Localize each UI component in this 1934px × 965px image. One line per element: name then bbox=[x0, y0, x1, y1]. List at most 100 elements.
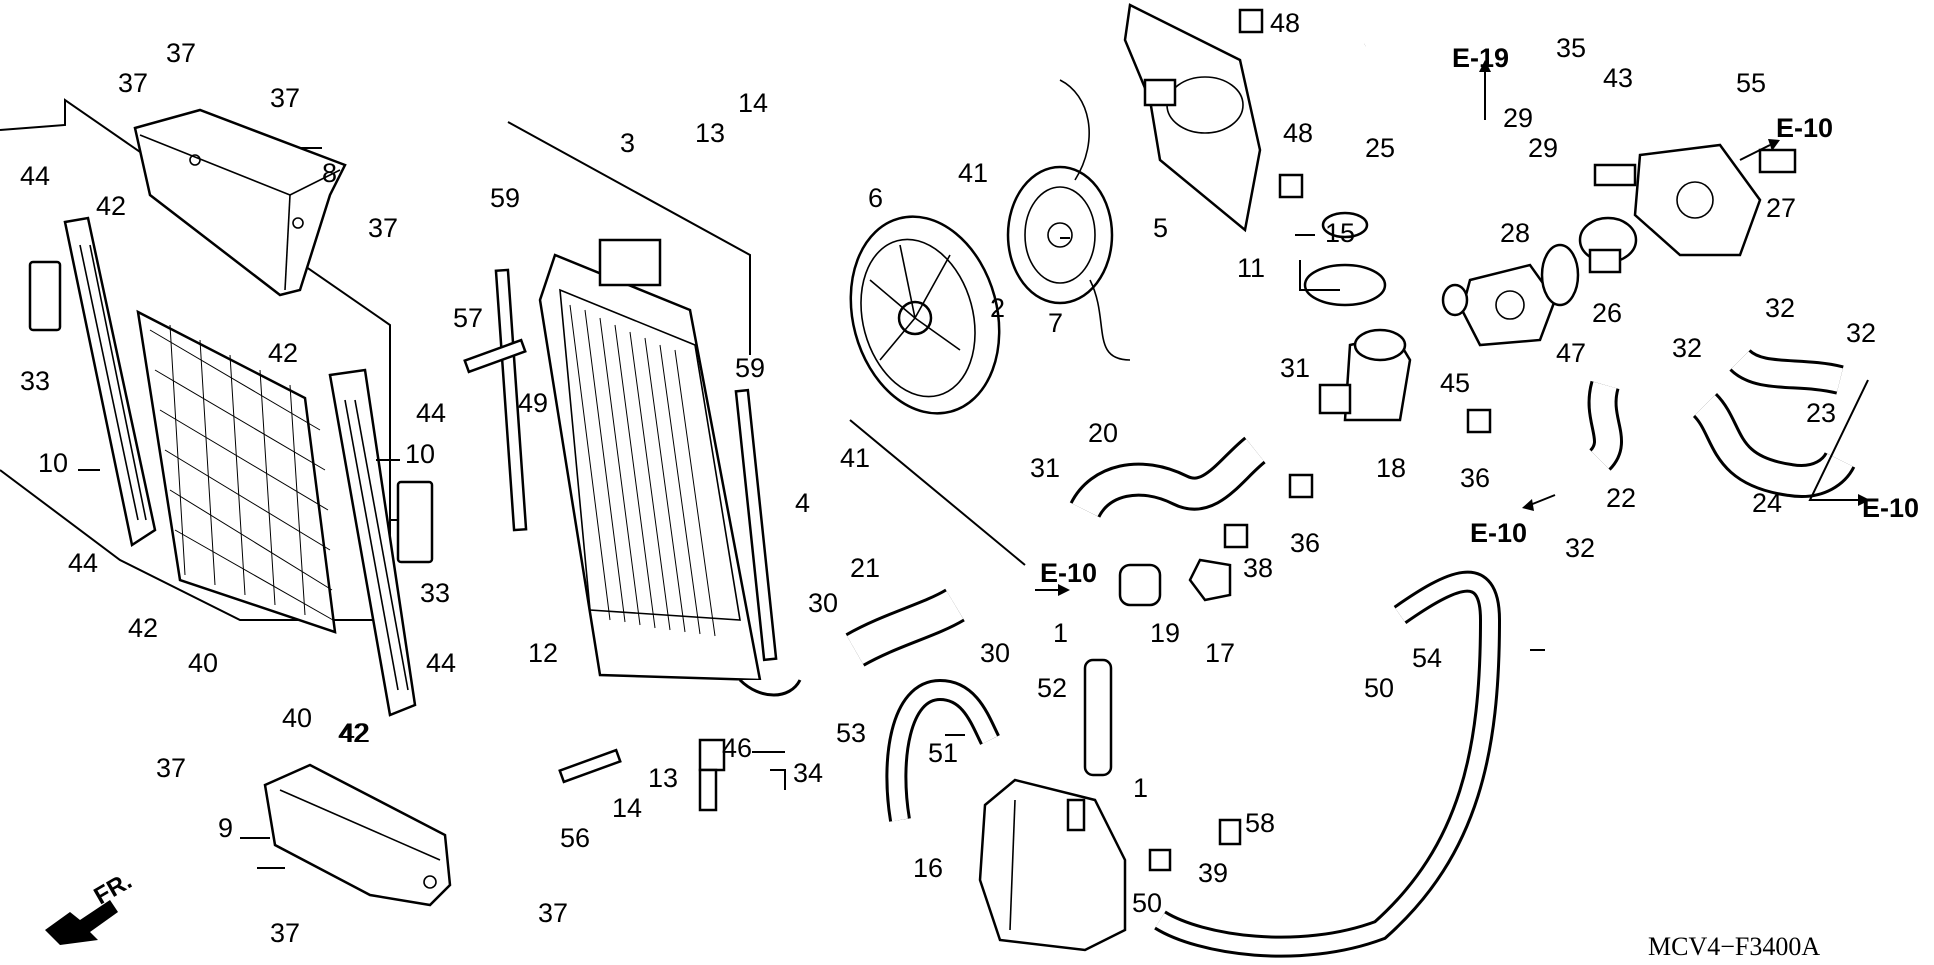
bolts bbox=[463, 338, 1492, 784]
hose-53 bbox=[885, 678, 1000, 822]
tube-52 bbox=[1083, 658, 1113, 777]
bolts-48 bbox=[1238, 8, 1304, 199]
callout-32: 32 bbox=[1672, 333, 1702, 363]
hose-25 bbox=[1360, 26, 1499, 231]
callout-2: 2 bbox=[990, 293, 1005, 323]
reserve-tank bbox=[978, 778, 1127, 952]
callout-1: 1 bbox=[1053, 618, 1068, 648]
hose-54 bbox=[1154, 570, 1502, 958]
callout-37: 37 bbox=[270, 918, 300, 948]
callout-24: 24 bbox=[1752, 488, 1782, 518]
callout-8: 8 bbox=[322, 158, 337, 188]
callout-4: 4 bbox=[795, 488, 810, 518]
callout-1: 1 bbox=[1133, 773, 1148, 803]
callout-5: 5 bbox=[1153, 213, 1168, 243]
left-side-shroud bbox=[28, 216, 157, 548]
callout-30: 30 bbox=[808, 588, 838, 618]
callout-48: 48 bbox=[1283, 118, 1313, 148]
callout-37: 37 bbox=[368, 213, 398, 243]
reference-label: E-10 bbox=[1776, 113, 1833, 143]
callout-42: 42 bbox=[340, 718, 370, 748]
callout-21: 21 bbox=[850, 553, 880, 583]
callout-32: 32 bbox=[1846, 318, 1876, 348]
callout-19: 19 bbox=[1150, 618, 1180, 648]
lower-bracket bbox=[263, 763, 452, 907]
callout-59: 59 bbox=[735, 353, 765, 383]
thermostat-housing bbox=[1593, 143, 1797, 257]
callout-33: 33 bbox=[420, 578, 450, 608]
fan-motor bbox=[1006, 79, 1131, 361]
callout-16: 16 bbox=[913, 853, 943, 883]
callout-3: 3 bbox=[620, 128, 635, 158]
callout-45: 45 bbox=[1440, 368, 1470, 398]
callout-30: 30 bbox=[980, 638, 1010, 668]
callout-20: 20 bbox=[1088, 418, 1118, 448]
reference-label: E-19 bbox=[1452, 43, 1509, 73]
callout-44: 44 bbox=[68, 548, 98, 578]
callout-14: 14 bbox=[738, 88, 768, 118]
small-parts bbox=[698, 523, 1249, 872]
callout-12: 12 bbox=[528, 638, 558, 668]
callout-42: 42 bbox=[128, 613, 158, 643]
callout-38: 38 bbox=[1243, 553, 1273, 583]
reference-label: E-10 bbox=[1040, 558, 1097, 588]
callout-53: 53 bbox=[836, 718, 866, 748]
callout-31: 31 bbox=[1280, 353, 1310, 383]
callout-25: 25 bbox=[1365, 133, 1395, 163]
callout-40: 40 bbox=[188, 648, 218, 678]
front-direction-arrow bbox=[45, 900, 118, 945]
callout-41: 41 bbox=[958, 158, 988, 188]
front-label: FR. bbox=[90, 867, 137, 910]
filler-neck bbox=[1303, 211, 1412, 422]
right-side-shroud bbox=[328, 368, 434, 717]
callout-7: 7 bbox=[1048, 308, 1063, 338]
callout-48: 48 bbox=[1270, 8, 1300, 38]
callout-31: 31 bbox=[1030, 453, 1060, 483]
callout-6: 6 bbox=[868, 183, 883, 213]
hoses-22-23-24 bbox=[1587, 348, 1856, 498]
callout-18: 18 bbox=[1376, 453, 1406, 483]
callout-35: 35 bbox=[1556, 33, 1586, 63]
callout-37: 37 bbox=[538, 898, 568, 928]
callout-13: 13 bbox=[695, 118, 725, 148]
callout-26: 26 bbox=[1592, 298, 1622, 328]
diagram-code: MCV4−F3400A bbox=[1648, 932, 1820, 961]
callout-37: 37 bbox=[166, 38, 196, 68]
reference-label: E-10 bbox=[1862, 493, 1919, 523]
callout-41: 41 bbox=[840, 443, 870, 473]
callout-11: 11 bbox=[1237, 253, 1265, 283]
radiator-grille bbox=[136, 309, 337, 634]
callout-58: 58 bbox=[1245, 808, 1275, 838]
callout-50: 50 bbox=[1364, 673, 1394, 703]
callout-42: 42 bbox=[338, 718, 368, 748]
callout-51: 51 bbox=[928, 738, 958, 768]
callout-37: 37 bbox=[118, 68, 148, 98]
callout-59: 59 bbox=[490, 183, 520, 213]
fan-bracket bbox=[1123, 3, 1262, 233]
callout-52: 52 bbox=[1037, 673, 1067, 703]
callout-9: 9 bbox=[218, 813, 233, 843]
callout-36: 36 bbox=[1460, 463, 1490, 493]
callout-56: 56 bbox=[560, 823, 590, 853]
housing-cover bbox=[1441, 243, 1580, 347]
callout-42: 42 bbox=[96, 191, 126, 221]
upper-bracket bbox=[133, 108, 347, 297]
callout-44: 44 bbox=[416, 398, 446, 428]
callout-32: 32 bbox=[1765, 293, 1795, 323]
callout-37: 37 bbox=[270, 83, 300, 113]
callout-42: 42 bbox=[268, 338, 298, 368]
hose-21 bbox=[845, 588, 965, 667]
callout-50: 50 bbox=[1132, 888, 1162, 918]
hose-20 bbox=[1069, 436, 1267, 519]
reference-label: E-10 bbox=[1470, 518, 1527, 548]
callout-36: 36 bbox=[1290, 528, 1320, 558]
callout-37: 37 bbox=[156, 753, 186, 783]
callout-10: 10 bbox=[405, 439, 435, 469]
callout-23: 23 bbox=[1806, 398, 1836, 428]
callout-49: 49 bbox=[518, 388, 548, 418]
callout-33: 33 bbox=[20, 366, 50, 396]
callout-44: 44 bbox=[426, 648, 456, 678]
